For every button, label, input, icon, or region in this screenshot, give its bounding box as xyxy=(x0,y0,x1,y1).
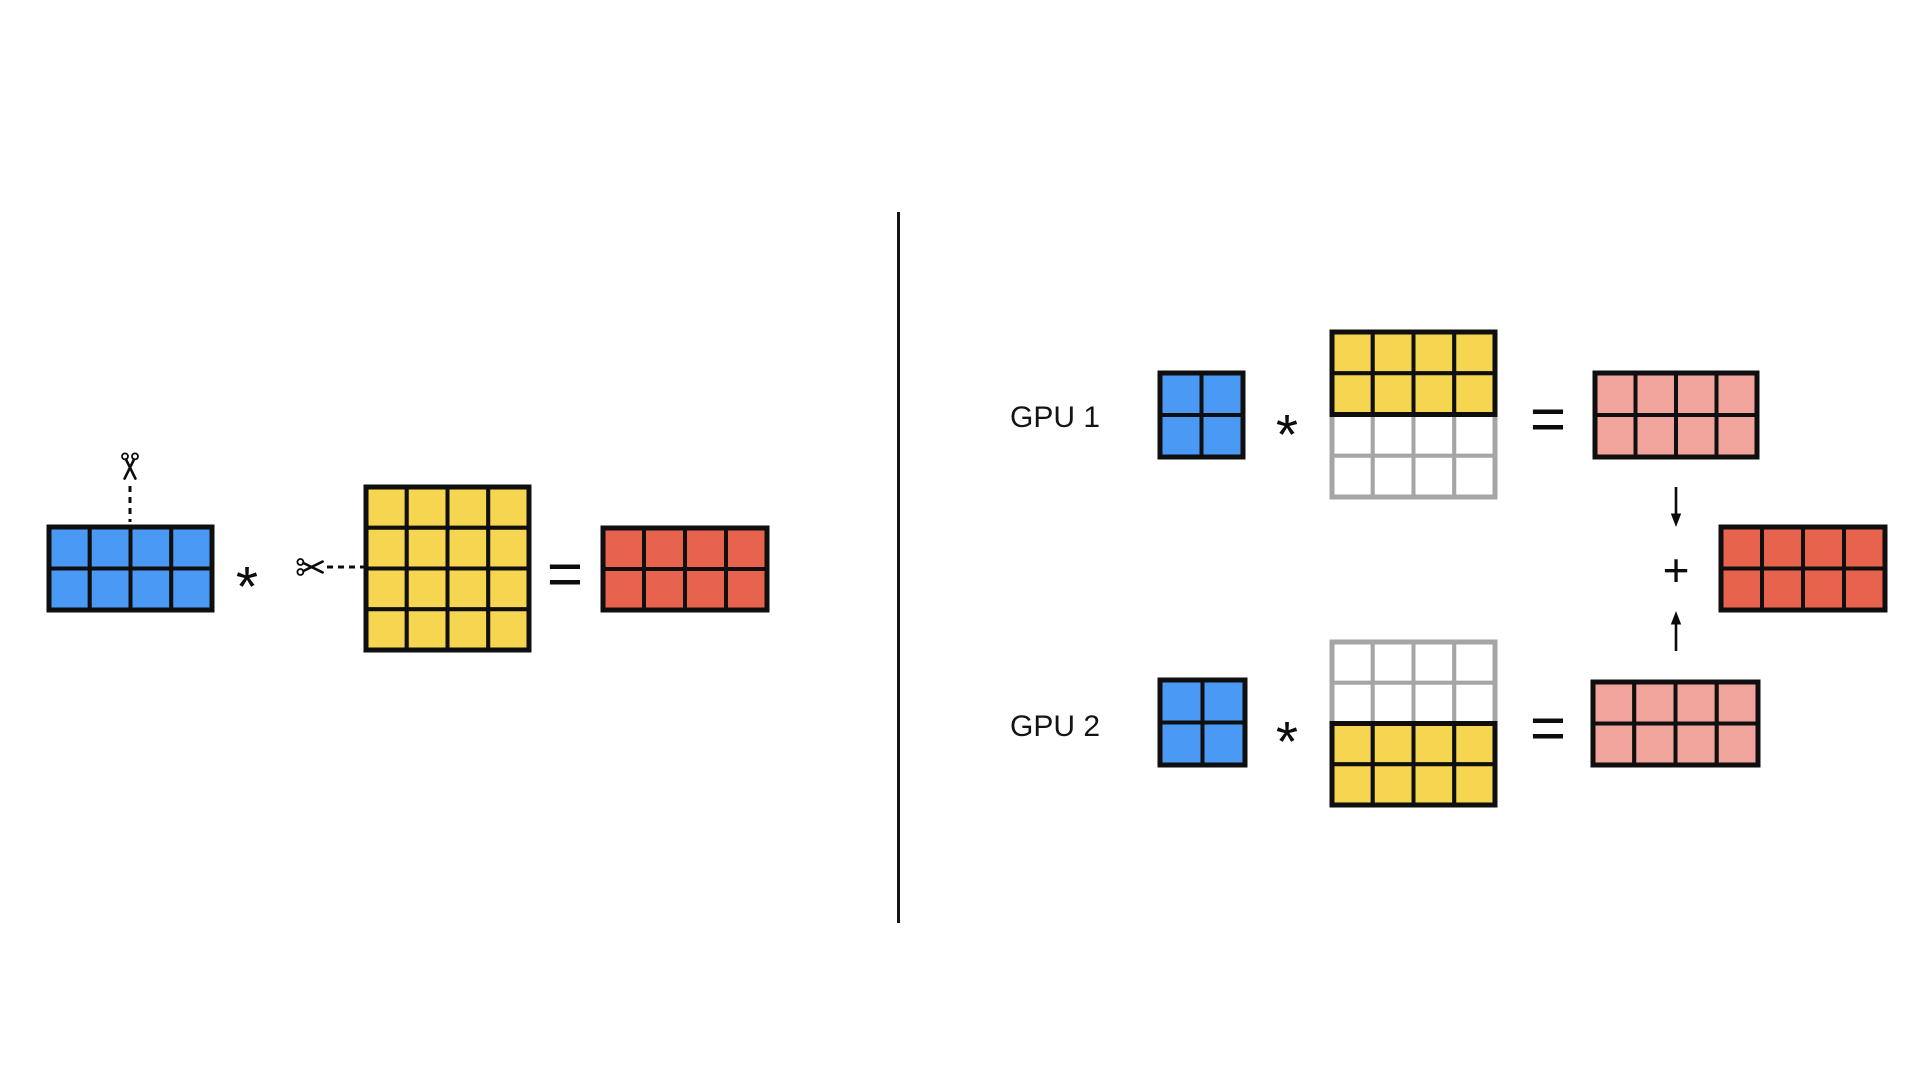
equals-glyph: = xyxy=(1529,694,1567,763)
equals-glyph: = xyxy=(546,540,584,609)
combined-result-matrix xyxy=(1718,524,1888,613)
gpu1-label: GPU 1 xyxy=(1010,401,1101,434)
scissors-icon xyxy=(121,452,139,480)
scissors-icon xyxy=(296,558,324,576)
multiply-glyph: * xyxy=(235,554,259,619)
cut-line-vertical xyxy=(128,486,132,522)
gpu1-partial-result xyxy=(1592,370,1760,460)
plus-glyph: + xyxy=(1662,544,1690,596)
gpu2-matrix-b-shard xyxy=(1329,639,1498,808)
gpu1-matrix-b-shard xyxy=(1329,329,1498,500)
gpu2-equals-operator: = xyxy=(1513,687,1583,763)
plus-operator: + xyxy=(1641,533,1711,603)
cut-line-horizontal xyxy=(327,565,365,569)
panel-divider xyxy=(897,212,900,923)
gpu2-multiply-operator: * xyxy=(1252,688,1322,770)
matrix-c-result xyxy=(600,525,770,613)
arrow-up-icon xyxy=(1670,611,1682,651)
gpu1-equals-operator: = xyxy=(1513,378,1583,454)
equals-glyph: = xyxy=(1529,385,1567,454)
gpu2-matrix-a-shard xyxy=(1157,677,1248,768)
multiply-operator: * xyxy=(212,533,282,615)
multiply-glyph: * xyxy=(1275,402,1299,467)
gpu2-label: GPU 2 xyxy=(1010,710,1101,743)
gpu2-partial-result xyxy=(1590,679,1761,768)
gpu1-multiply-operator: * xyxy=(1252,381,1322,463)
multiply-glyph: * xyxy=(1275,709,1299,774)
arrow-down-icon xyxy=(1670,487,1682,527)
equals-operator: = xyxy=(530,533,600,609)
matrix-b-full xyxy=(363,484,532,653)
matrix-a-full xyxy=(46,524,215,613)
gpu1-matrix-a-shard xyxy=(1157,370,1246,460)
